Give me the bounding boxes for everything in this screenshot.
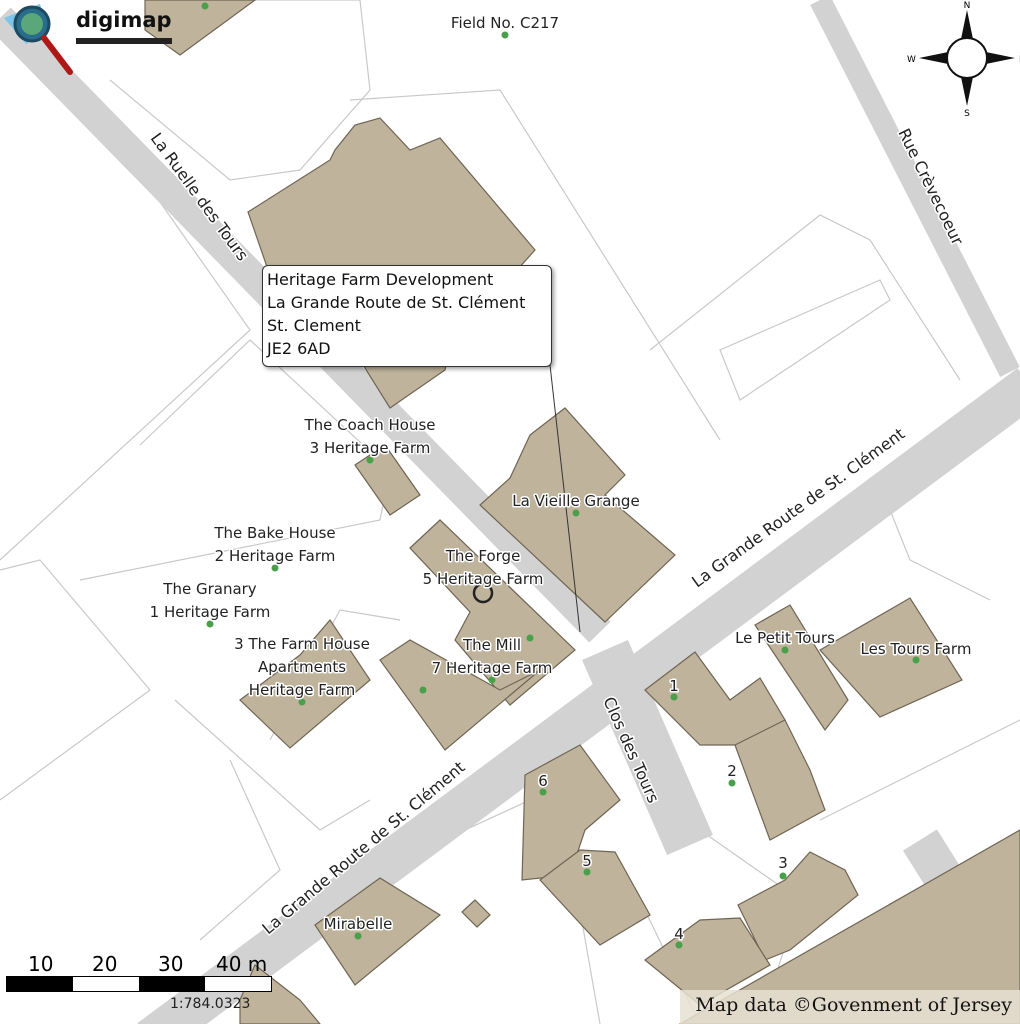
label-number-3: 3 <box>778 854 788 872</box>
building-farm-house <box>239 619 371 749</box>
popup-line-parish: St. Clement <box>267 316 361 335</box>
building-heritage-farm-main <box>247 117 536 409</box>
label-number-1: 1 <box>669 677 679 695</box>
scale-tick: 10 <box>28 952 54 976</box>
label-mirabelle: Mirabelle <box>324 915 393 933</box>
label-number-6: 6 <box>538 772 548 790</box>
label-coach-house-2: 3 Heritage Farm <box>310 439 431 457</box>
building-1 <box>644 651 786 746</box>
building-3 <box>737 851 859 961</box>
label-number-2: 2 <box>727 762 737 780</box>
label-granary-2: 1 Heritage Farm <box>150 603 271 621</box>
building-small <box>461 899 491 928</box>
building-petit-tours <box>754 604 849 732</box>
scale-tick: 20 <box>92 952 118 976</box>
popup-line-street: La Grande Route de St. Clément <box>267 293 526 312</box>
scale-tick: 30 <box>158 952 184 976</box>
popup-line-name: Heritage Farm Development <box>267 270 494 289</box>
building-mill <box>379 639 541 751</box>
label-mill-1: The Mill <box>462 636 521 654</box>
logo-tagline-bar <box>76 38 172 44</box>
label-vieille-grange: La Vieille Grange <box>512 492 639 510</box>
label-tours-farm: Les Tours Farm <box>861 640 972 658</box>
magnifier-icon <box>4 4 73 75</box>
poi-markers[interactable] <box>201 2 920 949</box>
place-labels: Field No. C217 The Coach House 3 Heritag… <box>148 13 973 945</box>
label-forge-2: 5 Heritage Farm <box>423 570 544 588</box>
building-2 <box>734 719 826 841</box>
label-coach-house-1: The Coach House <box>303 416 435 434</box>
building-large-southeast <box>678 829 1020 1024</box>
building-6 <box>521 744 621 881</box>
building <box>144 0 257 56</box>
attribution: Map data ©Govenment of Jersey <box>680 990 1020 1024</box>
building-tours-farm <box>819 597 963 718</box>
building-forge <box>409 519 576 706</box>
building-mirabelle <box>314 877 442 986</box>
compass-s: S <box>964 109 970 119</box>
label-bake-house-2: 2 Heritage Farm <box>215 547 336 565</box>
compass-n: N <box>964 1 971 11</box>
compass-w: W <box>907 55 916 65</box>
scale-bar: 10 20 30 40 m 1:784.0323 <box>6 952 276 1012</box>
popup-leader-line <box>549 364 581 633</box>
building-5 <box>539 849 651 946</box>
address-popup[interactable]: Heritage Farm Development La Grande Rout… <box>262 265 552 367</box>
label-bake-house-1: The Bake House <box>213 524 335 542</box>
label-mill-2: 7 Heritage Farm <box>432 659 553 677</box>
label-field: Field No. C217 <box>451 14 559 32</box>
label-farm-house-3: Heritage Farm <box>249 681 355 699</box>
popup-line-postcode: JE2 6AD <box>267 339 331 358</box>
label-forge-1: The Forge <box>445 547 521 565</box>
logo-text: digimap <box>76 8 172 32</box>
label-number-5: 5 <box>582 852 592 870</box>
label-number-4: 4 <box>674 925 684 943</box>
label-granary-1: The Granary <box>162 580 257 598</box>
label-petit-tours: Le Petit Tours <box>735 629 835 647</box>
digimap-logo[interactable]: digimap <box>0 0 180 75</box>
label-farm-house-1: 3 The Farm House <box>234 635 370 653</box>
compass-rose-icon: N S E W <box>907 1 1020 119</box>
location-marker[interactable] <box>472 582 494 604</box>
scale-tick: 40 m <box>216 952 268 976</box>
scale-ratio: 1:784.0323 <box>170 996 251 1012</box>
label-farm-house-2: Apartments <box>258 658 346 676</box>
